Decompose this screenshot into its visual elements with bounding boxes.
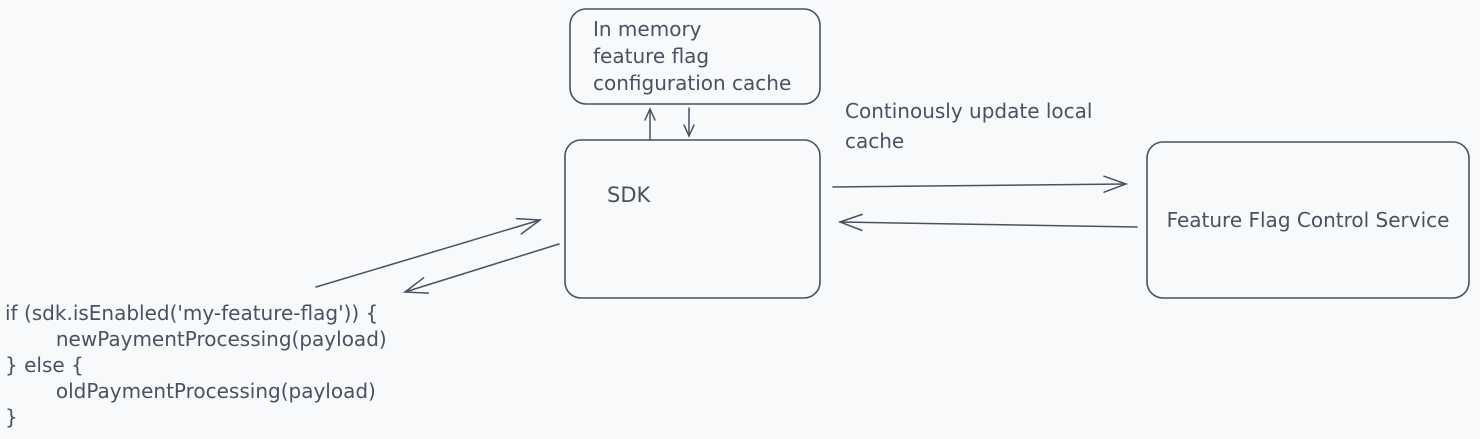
arrow-sdk-to-service-icon[interactable] bbox=[832, 184, 1126, 187]
code-line: oldPaymentProcessing(payload) bbox=[5, 379, 376, 403]
arrow-code-to-sdk-icon[interactable] bbox=[315, 220, 540, 288]
code-line: } bbox=[5, 405, 18, 429]
service-box-shape[interactable] bbox=[1146, 141, 1470, 299]
cache-box-label-line: configuration cache bbox=[593, 71, 792, 95]
arrow-sdk-to-code-icon[interactable] bbox=[405, 243, 560, 292]
cache-box-label-line: feature flag bbox=[593, 44, 710, 68]
sdk-box-label: SDK bbox=[607, 183, 651, 207]
service-box-label: Feature Flag Control Service bbox=[1166, 208, 1450, 232]
arrow-service-to-sdk-icon[interactable] bbox=[840, 222, 1138, 227]
update-cache-label: Continously update local cache bbox=[845, 99, 1093, 153]
code-snippet: if (sdk.isEnabled('my-feature-flag')) { … bbox=[5, 300, 387, 430]
code-line: if (sdk.isEnabled('my-feature-flag')) { bbox=[5, 301, 379, 325]
code-line: newPaymentProcessing(payload) bbox=[5, 327, 387, 351]
cache-box-shape[interactable] bbox=[569, 8, 821, 105]
sdk-box-shape[interactable] bbox=[564, 139, 821, 299]
cache-box-label: In memory feature flag configuration cac… bbox=[593, 16, 817, 97]
code-line: } else { bbox=[5, 353, 84, 377]
cache-box-label-line: In memory bbox=[593, 17, 702, 41]
